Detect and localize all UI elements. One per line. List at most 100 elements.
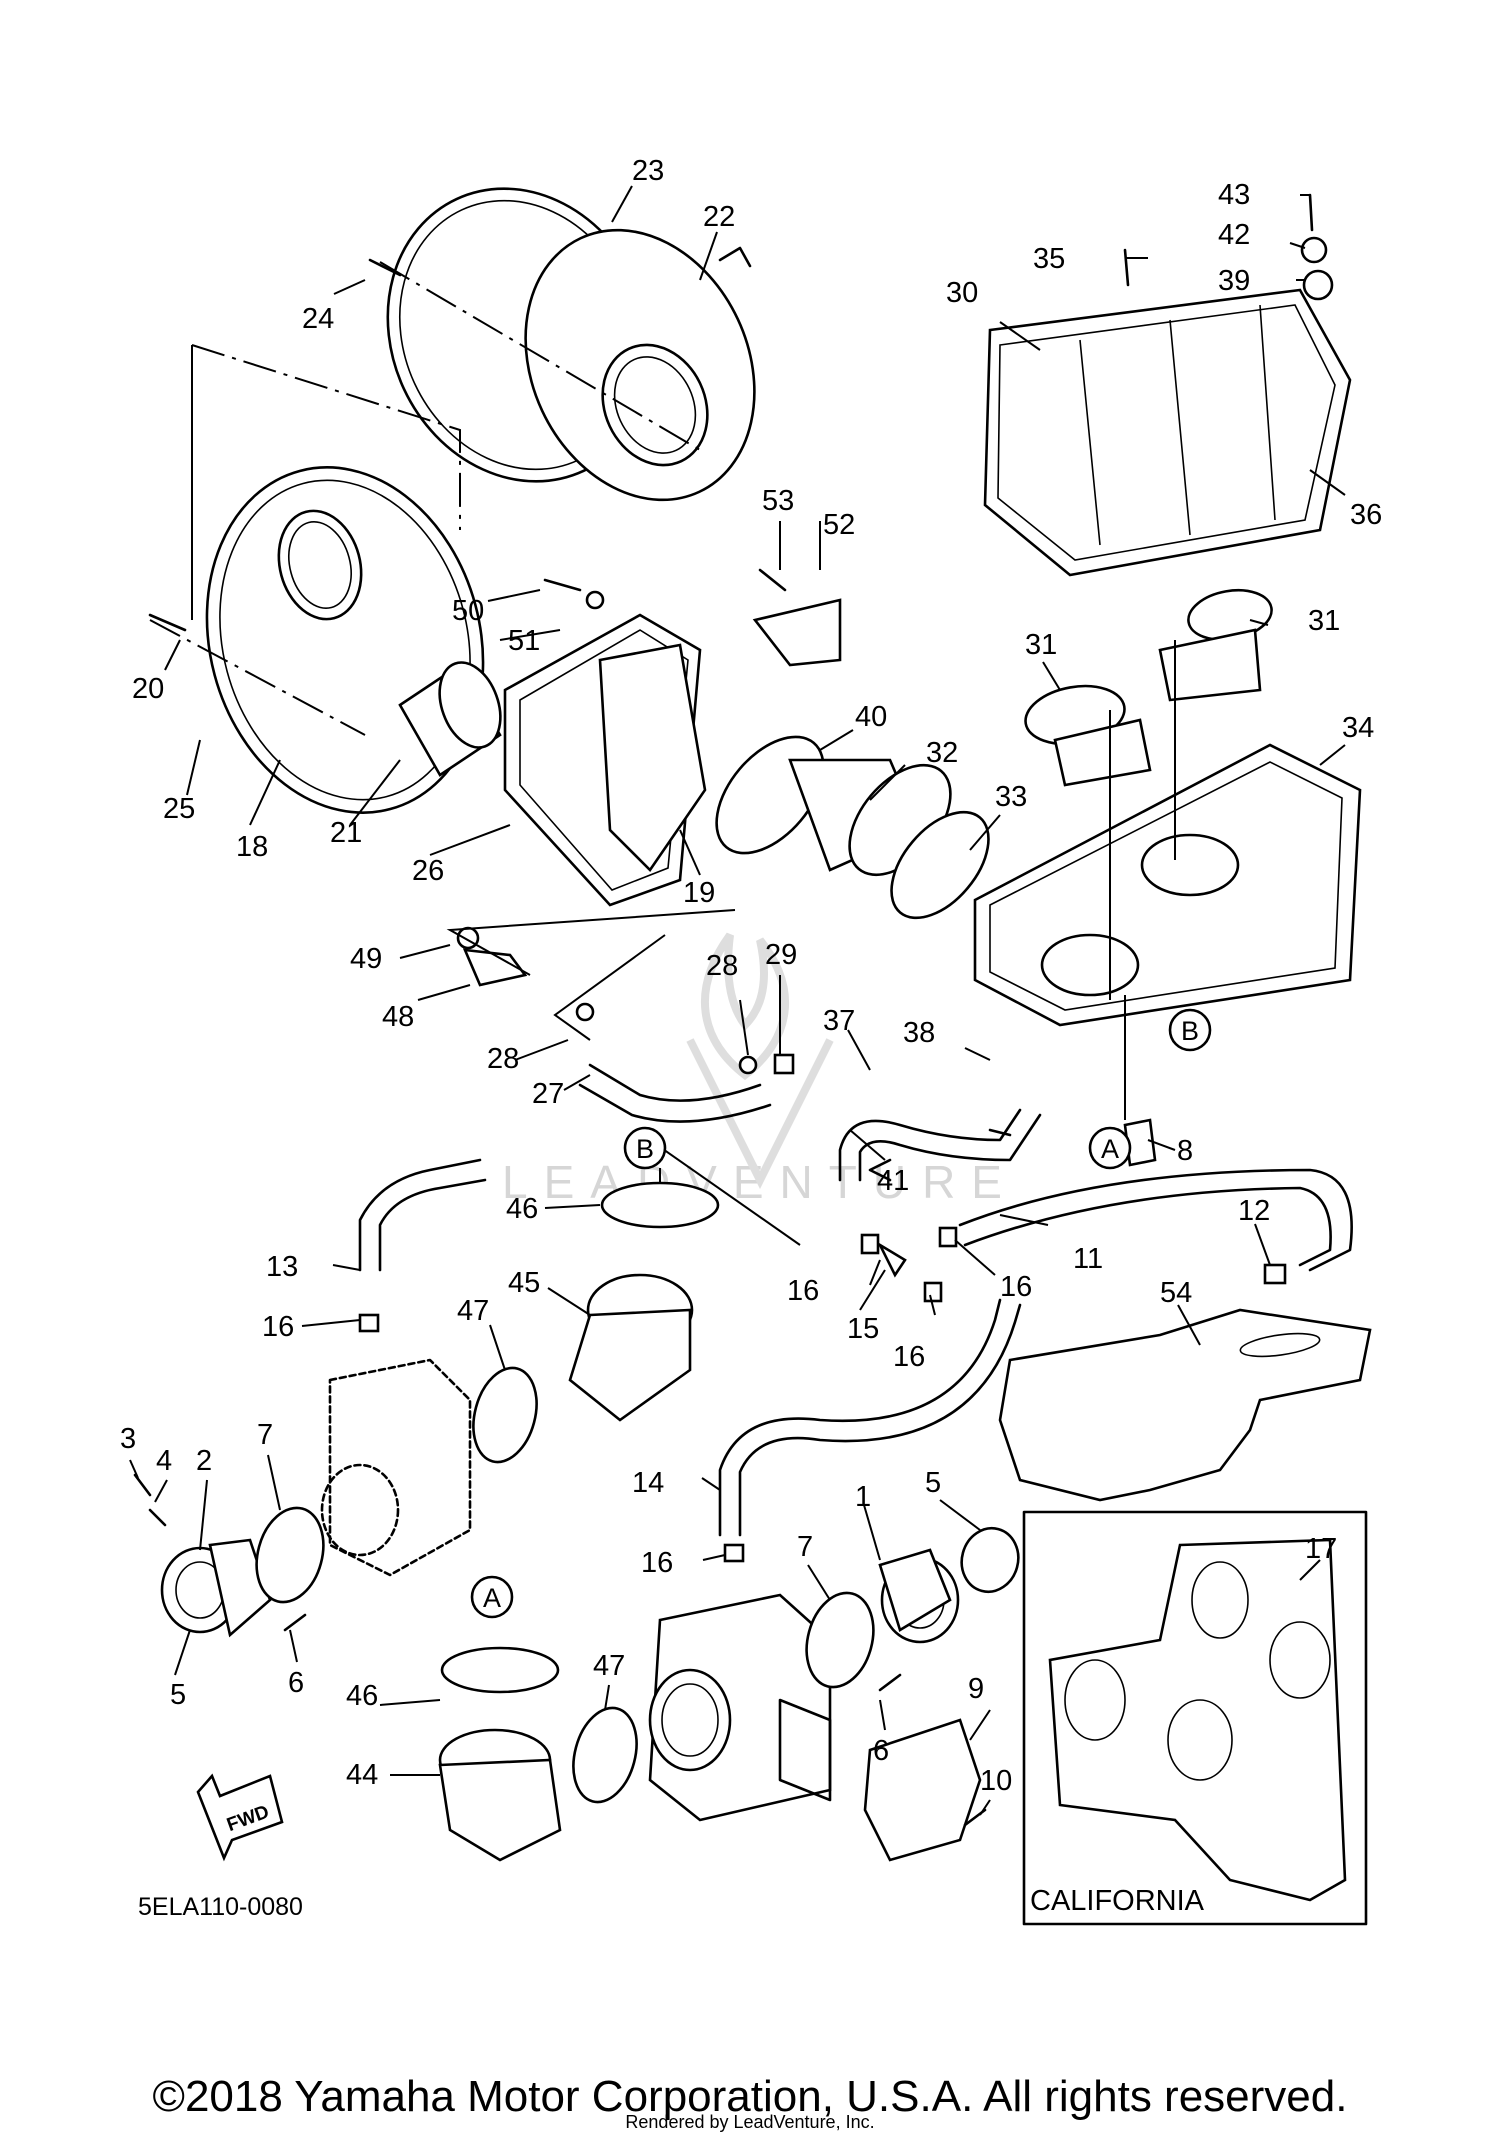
ref-letter-b-upper: B (636, 1134, 654, 1164)
callout-8: 8 (1177, 1135, 1193, 1167)
callout-1: 1 (855, 1481, 871, 1513)
clamps-47 (472, 1366, 638, 1804)
callout-31-right: 31 (1308, 605, 1340, 637)
callout-16-d: 16 (893, 1341, 925, 1373)
drawing-number: 5ELA110-0080 (138, 1893, 303, 1921)
callout-14: 14 (632, 1467, 664, 1499)
joints-31 (1024, 588, 1273, 787)
clamps-7 (255, 1506, 875, 1689)
callout-20: 20 (132, 673, 164, 705)
watermark-logo (686, 932, 834, 1189)
callout-6-left: 6 (288, 1667, 304, 1699)
callout-23: 23 (632, 155, 664, 187)
callout-15: 15 (847, 1313, 879, 1345)
callout-26: 26 (412, 855, 444, 887)
callout-39: 39 (1218, 265, 1250, 297)
callout-28-left: 28 (487, 1043, 519, 1075)
callout-45: 45 (508, 1267, 540, 1299)
callout-47-upper: 47 (457, 1295, 489, 1327)
callout-48: 48 (382, 1001, 414, 1033)
callout-25: 25 (163, 793, 195, 825)
carburetor-right (648, 1593, 832, 1822)
callout-17: 17 (1305, 1533, 1337, 1565)
plate-54 (998, 1308, 1372, 1502)
callout-2: 2 (196, 1445, 212, 1477)
callout-33: 33 (995, 781, 1027, 813)
callout-29: 29 (765, 939, 797, 971)
o-ring-5 (960, 1526, 1020, 1594)
callout-46-lower: 46 (346, 1680, 378, 1712)
callout-19: 19 (683, 877, 715, 909)
callout-52: 52 (823, 509, 855, 541)
callout-7-left: 7 (257, 1419, 273, 1451)
california-inset (1022, 1510, 1368, 1926)
callout-16-c: 16 (1000, 1271, 1032, 1303)
callout-22: 22 (703, 201, 735, 233)
callout-47-lower: 47 (593, 1650, 625, 1682)
callout-6-right: 6 (873, 1735, 889, 1767)
gaskets-and-joint-32-33-40 (715, 735, 990, 920)
ref-letter-b-right: B (1181, 1016, 1199, 1046)
callout-54: 54 (1160, 1277, 1192, 1309)
callout-32: 32 (926, 737, 958, 769)
rendered-by-notice: Rendered by LeadVenture, Inc. (625, 2112, 875, 2132)
callout-38: 38 (903, 1017, 935, 1049)
fwd-arrow: FWD (196, 1773, 284, 1862)
callout-16-b: 16 (787, 1275, 819, 1307)
cover-19 (598, 643, 707, 873)
callout-27: 27 (532, 1078, 564, 1110)
manifolds-1-2 (160, 1538, 960, 1644)
callout-12: 12 (1238, 1195, 1270, 1227)
hose-14 (718, 1298, 1022, 1537)
cover-9 (863, 1718, 982, 1862)
hose-27 (578, 1063, 772, 1123)
copyright-notice: ©2018 Yamaha Motor Corporation, U.S.A. A… (152, 2072, 1348, 2121)
carburetor-left (320, 1358, 472, 1577)
hose-11 (958, 1168, 1353, 1272)
assembly-lines (149, 261, 1176, 1246)
air-cleaner-case-34 (973, 743, 1362, 1027)
callout-16-a: 16 (262, 1311, 294, 1343)
callout-10: 10 (980, 1765, 1012, 1797)
band-46-lower (440, 1646, 560, 1694)
callout-4: 4 (156, 1445, 172, 1477)
callout-16-e: 16 (641, 1547, 673, 1579)
callout-5-right: 5 (925, 1467, 941, 1499)
callout-18: 18 (236, 831, 268, 863)
callout-50: 50 (452, 595, 484, 627)
callout-numbers: 23 22 24 30 35 43 42 39 36 5 3 52 50 51 2… (120, 155, 1382, 1797)
leader-lines (129, 185, 1346, 1816)
air-filter-element-22 (524, 228, 756, 502)
callout-24: 24 (302, 303, 334, 335)
ref-letter-a-lower: A (483, 1583, 501, 1613)
small-hardware (133, 193, 1334, 1827)
joint-21 (398, 661, 502, 777)
callout-7-right: 7 (797, 1531, 813, 1563)
callout-11: 11 (1073, 1243, 1103, 1275)
joint-44 (438, 1728, 562, 1862)
band-46-upper (600, 1181, 720, 1229)
callout-42: 42 (1218, 219, 1250, 251)
callout-3: 3 (120, 1423, 136, 1455)
callout-30: 30 (946, 277, 978, 309)
callout-49: 49 (350, 943, 382, 975)
ref-letter-a-right: A (1101, 1134, 1119, 1164)
callout-34: 34 (1342, 712, 1374, 744)
callout-13: 13 (266, 1251, 298, 1283)
callout-37: 37 (823, 1005, 855, 1037)
callout-51: 51 (508, 625, 540, 657)
case-cover-30 (983, 288, 1352, 577)
joint-45 (568, 1273, 694, 1422)
callout-31-left: 31 (1025, 629, 1057, 661)
callout-35: 35 (1033, 243, 1065, 275)
callout-36: 36 (1350, 499, 1382, 531)
california-label: CALIFORNIA (1030, 1885, 1205, 1917)
callout-21: 21 (330, 817, 362, 849)
callout-46-upper: 46 (506, 1193, 538, 1225)
hose-13 (358, 1158, 487, 1272)
callout-43: 43 (1218, 179, 1250, 211)
callout-41: 41 (877, 1165, 909, 1197)
air-cleaner-case-18 (205, 466, 485, 814)
callout-28-right: 28 (706, 950, 738, 982)
